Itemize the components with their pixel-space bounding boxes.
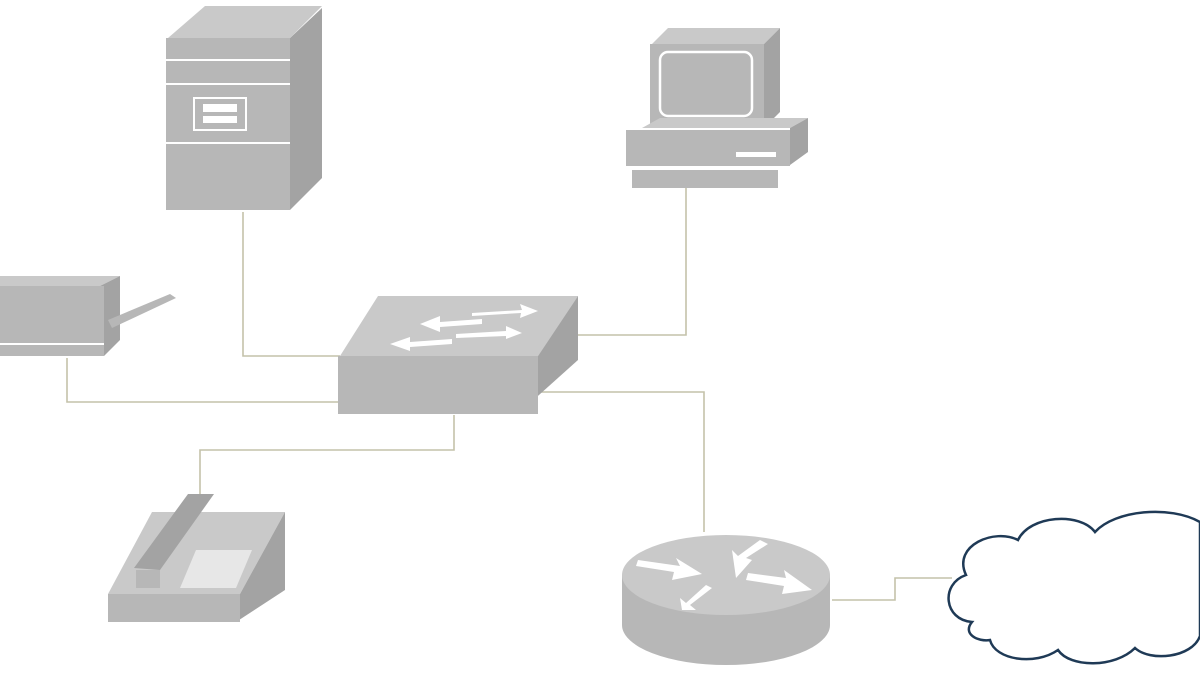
cloud-icon <box>947 510 1200 665</box>
desk-phone-icon <box>108 494 285 622</box>
link-server-switch <box>242 212 340 357</box>
link-router-cloud <box>832 577 952 601</box>
server-tower-icon <box>166 6 322 210</box>
phone-keypad-icon <box>180 550 252 588</box>
link-phone-switch <box>199 415 455 494</box>
link-printer-switch <box>66 358 340 403</box>
link-switch-router <box>535 391 705 532</box>
printer-icon <box>0 276 176 356</box>
router-icon <box>622 535 830 665</box>
switch-arrows-icon <box>390 304 538 351</box>
desktop-computer-icon <box>626 28 808 188</box>
link-workstation-switch <box>578 188 687 336</box>
router-arrows-icon <box>636 540 812 610</box>
network-switch-icon <box>338 296 578 414</box>
